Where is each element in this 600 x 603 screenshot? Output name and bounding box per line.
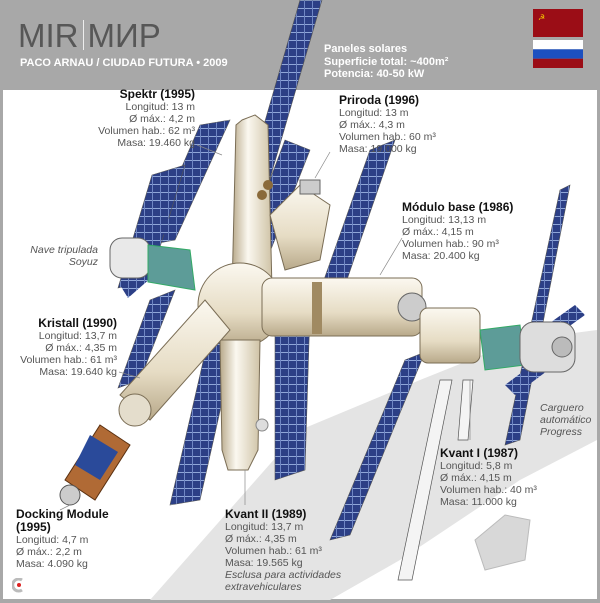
base-module (261, 277, 427, 337)
module-diameter: Ø máx.: 2,2 m (16, 546, 82, 558)
subtitle: PACO ARNAU / CIUDAD FUTURA • 2009 (20, 57, 228, 69)
progress-spacecraft (479, 305, 585, 395)
module-name: Spektr (1995) (119, 87, 195, 101)
kvant2-module (219, 339, 269, 471)
module-name: Kvant II (1989) (225, 507, 307, 521)
ciudad-futura-logo (12, 578, 23, 593)
module-mass: Masa: 4.090 kg (16, 558, 88, 570)
module-mass: Masa: 19.460 kg (117, 137, 195, 149)
label-docking-module: Docking Module (1995) Longitud: 4,7 m Ø … (16, 507, 116, 571)
russia-flag (533, 40, 583, 68)
module-diameter: Ø máx.: 4,3 m (339, 119, 405, 131)
label-progress: Carguero automático Progress (540, 402, 592, 438)
title-cyrillic: МИР (87, 17, 161, 54)
module-mass: Masa: 19.000 kg (339, 143, 417, 155)
spektr-module (231, 114, 273, 293)
leader-lines (59, 144, 471, 511)
priroda-module (269, 179, 331, 271)
kristall-module (118, 299, 231, 427)
module-mass: Masa: 20.400 kg (402, 250, 480, 262)
module-length: Longitud: 4,7 m (16, 534, 89, 546)
label-soyuz: Nave tripulada Soyuz (30, 244, 98, 268)
label-kristall: Kristall (1990) Longitud: 13,7 m Ø máx.:… (20, 316, 117, 379)
module-mass: Masa: 19.565 kg (225, 557, 303, 569)
module-name: Priroda (1996) (339, 93, 420, 107)
module-mass: Masa: 11.000 kg (440, 496, 517, 508)
label-priroda: Priroda (1996) Longitud: 13 m Ø máx.: 4,… (339, 93, 436, 156)
solar-power: Potencia: 40-50 kW (324, 68, 425, 80)
title-latin: MIR (18, 17, 79, 54)
svg-text:☭: ☭ (538, 13, 545, 22)
label-spektr: Spektr (1995) Longitud: 13 m Ø máx.: 4,2… (98, 87, 195, 150)
label-base-module: Módulo base (1986) Longitud: 13,13 m Ø m… (402, 200, 514, 263)
solar-surface: Superficie total: ~400m² (324, 55, 449, 68)
module-name: Docking Module (1995) (16, 507, 109, 534)
solar-panels-info: Paneles solares Superficie total: ~400m²… (324, 43, 448, 81)
module-length: Longitud: 13,7 m (38, 330, 117, 342)
module-mass: Masa: 19.640 kg (39, 366, 117, 378)
module-name: Kristall (1990) (38, 316, 117, 330)
kvant1-module (419, 307, 481, 364)
module-diameter: Ø máx.: 4,35 m (225, 533, 297, 545)
label-kvant1: Kvant I (1987) Longitud: 5,8 m Ø máx.: 4… (440, 446, 537, 509)
module-length: Longitud: 5,8 m (440, 460, 513, 472)
docking-module (59, 424, 131, 506)
module-volume: Volumen hab.: 40 m³ (440, 484, 537, 496)
module-name: Módulo base (1986) (402, 200, 514, 214)
module-diameter: Ø máx.: 4,35 m (45, 342, 117, 354)
kvant2-solar-array (169, 299, 426, 541)
module-note: Esclusa para actividades extravehiculare… (225, 569, 342, 593)
solar-title: Paneles solares (324, 43, 408, 55)
module-name: Kvant I (1987) (440, 446, 519, 460)
label-kvant2: Kvant II (1989) Longitud: 13,7 m Ø máx.:… (225, 507, 360, 594)
module-length: Longitud: 13 m (125, 101, 195, 113)
module-volume: Volumen hab.: 90 m³ (402, 238, 499, 250)
module-diameter: Ø máx.: 4,15 m (440, 472, 512, 484)
module-volume: Volumen hab.: 61 m³ (20, 354, 117, 366)
module-length: Longitud: 13,7 m (225, 521, 304, 533)
module-volume: Volumen hab.: 62 m³ (98, 125, 195, 137)
module-length: Longitud: 13 m (339, 107, 409, 119)
module-diameter: Ø máx.: 4,15 m (402, 226, 474, 238)
soviet-union-flag: ☭ (533, 9, 583, 37)
title-divider (82, 20, 84, 50)
module-volume: Volumen hab.: 61 m³ (225, 545, 322, 557)
sofora-truss (397, 379, 474, 581)
module-diameter: Ø máx.: 4,2 m (129, 113, 195, 125)
car-scale-icon (474, 514, 531, 571)
module-volume: Volumen hab.: 60 m³ (339, 131, 436, 143)
module-length: Longitud: 13,13 m (402, 214, 487, 226)
soyuz-spacecraft (109, 215, 196, 298)
